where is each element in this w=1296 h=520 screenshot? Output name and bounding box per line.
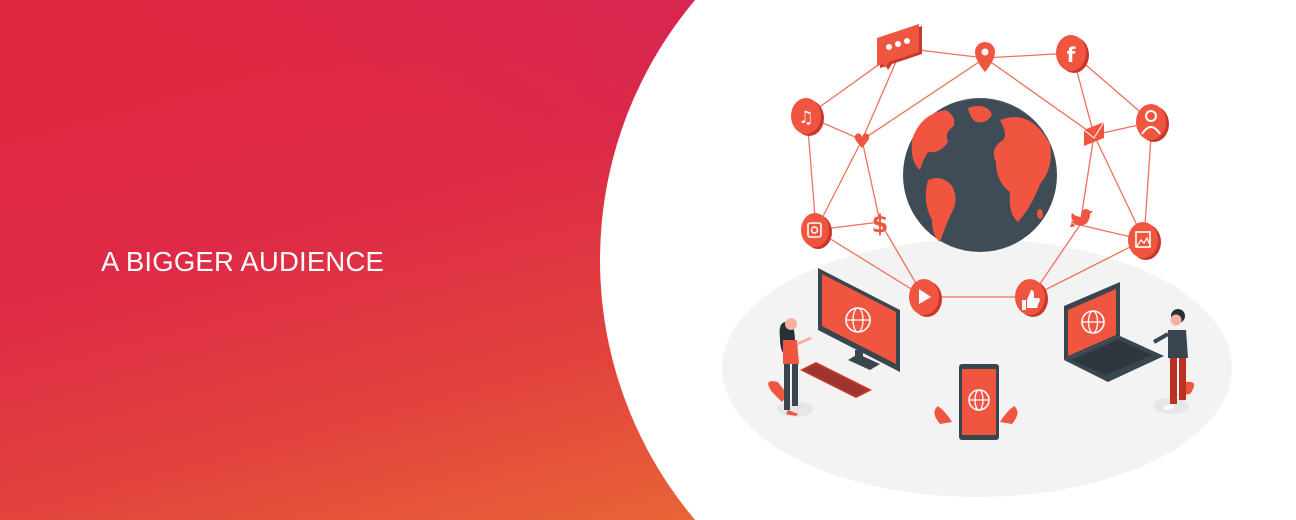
dollar-icon: $ [872, 210, 889, 238]
svg-text:♥: ♥ [853, 129, 871, 153]
twitter-icon [1070, 209, 1093, 227]
mail-icon [1083, 121, 1105, 146]
keyboard [800, 362, 872, 398]
hero-headline: A BIGGER AUDIENCE [101, 246, 385, 277]
network-nodes: ♫ ♥ f [791, 24, 1169, 317]
image-icon [1128, 222, 1161, 260]
chat-bubble-icon [877, 24, 922, 70]
globe-icon [903, 98, 1057, 252]
woman-figure [768, 318, 813, 417]
music-icon: ♫ [791, 98, 824, 136]
user-icon [1136, 104, 1169, 142]
heart-icon: ♥ [853, 129, 871, 153]
svg-text:$: $ [872, 210, 889, 238]
laptop [1064, 282, 1164, 382]
instagram-icon [801, 213, 832, 249]
man-figure [1153, 309, 1195, 414]
location-pin-icon [975, 42, 995, 72]
svg-text:♫: ♫ [798, 108, 813, 128]
play-icon [909, 279, 942, 317]
facebook-icon: f [1056, 35, 1089, 73]
smartphone [934, 364, 1018, 440]
desktop-monitor [800, 268, 900, 398]
svg-text:f: f [1067, 43, 1076, 67]
thumbs-up-icon [1015, 279, 1048, 317]
